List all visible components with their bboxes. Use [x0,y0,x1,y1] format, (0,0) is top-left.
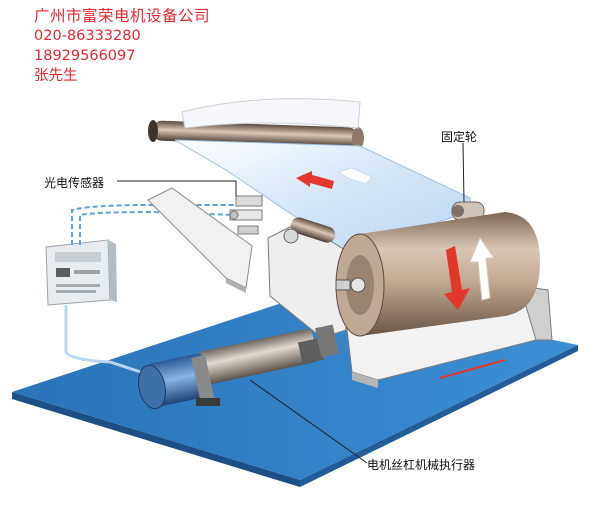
label-fixed-roller: 固定轮 [441,130,478,144]
sensor-cable [71,204,236,245]
leader-fixed-roller [462,142,465,203]
web-arrow-left [296,171,334,189]
drum-arrow-down [444,246,470,310]
fixed-roller [451,201,485,221]
web-arrow-right [336,167,373,185]
sensor-cable-2 [79,210,237,245]
actuator-assembly [137,324,339,410]
controller-box [45,239,117,306]
contact-person: 张先生 [34,68,78,84]
leader-actuator [249,379,368,464]
drum-arrow-up [469,236,495,301]
label-actuator: 电机丝杠机械执行器 [367,458,476,472]
contact-block: 广州市富荣电机设备公司 020-86333280 18929566097 张先生 [34,6,210,86]
sensor-bracket [147,187,253,293]
guide-roller [283,217,336,244]
web-top-sheet [181,98,361,129]
plate-stripe [439,359,506,379]
leader-photo-sensor [117,180,237,196]
company-name: 广州市富荣电机设备公司 [34,7,211,25]
phone-number: 020-86333280 [34,28,141,44]
base-plate-edge [12,392,300,487]
base-plate-edge-right [300,345,578,487]
label-photo-sensor: 光电传感器 [44,176,105,190]
motor-cable [64,305,151,377]
mobile-number: 18929566097 [34,48,136,64]
